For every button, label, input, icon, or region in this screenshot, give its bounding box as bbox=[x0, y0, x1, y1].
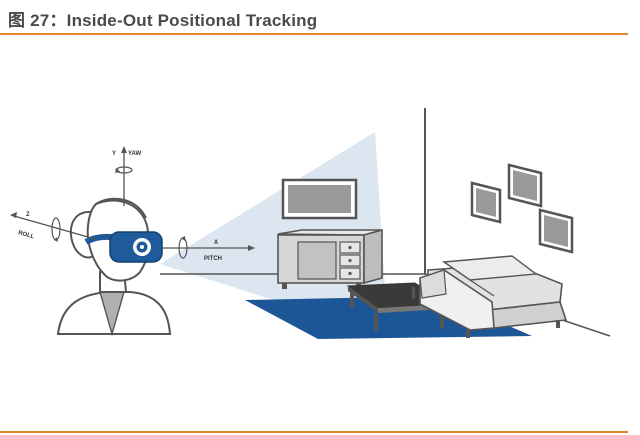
figure-caption: 图 27：Inside-Out Positional Tracking bbox=[8, 6, 317, 31]
yaw-letter-label: Y bbox=[112, 151, 116, 157]
yaw-axis: Y YAW bbox=[112, 146, 141, 206]
wall-frame-icon bbox=[470, 181, 502, 224]
roll-label: ROLL bbox=[17, 230, 35, 240]
yaw-label: YAW bbox=[128, 151, 141, 157]
figure-label: 图 27： bbox=[8, 11, 67, 30]
figure-title: Inside-Out Positional Tracking bbox=[66, 11, 318, 30]
wall-frame-icon bbox=[538, 208, 574, 254]
caption-divider bbox=[0, 33, 628, 35]
pitch-letter-label: X bbox=[214, 240, 218, 246]
wall-frame-icon bbox=[507, 163, 543, 208]
person-with-headset-icon bbox=[56, 197, 172, 337]
tracking-diagram: Y YAW Z ROLL X PITCH bbox=[0, 34, 640, 431]
sofa-icon bbox=[419, 255, 568, 338]
roll-letter-label: Z bbox=[26, 212, 30, 218]
roll-axis: Z ROLL bbox=[10, 212, 96, 242]
bottom-divider bbox=[0, 431, 628, 433]
tv-cabinet-icon bbox=[277, 228, 383, 289]
pitch-axis: X PITCH bbox=[162, 236, 255, 262]
wall-tv-icon bbox=[281, 178, 358, 220]
pitch-label: PITCH bbox=[204, 256, 222, 262]
